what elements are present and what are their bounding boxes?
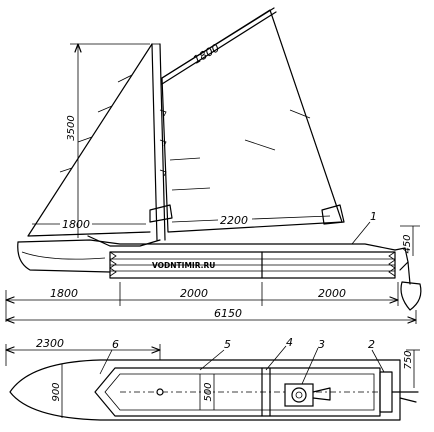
jib-sail — [27, 43, 153, 237]
plan-view: 2300 900 500 750 — [5, 336, 420, 421]
dim-gaff-label: 1800 — [191, 41, 222, 66]
mast — [151, 43, 166, 241]
dim-foot-front: 1800 — [32, 218, 146, 231]
dim-overall-label: 6150 — [214, 307, 242, 320]
dim-seg-2-label: 2000 — [180, 287, 208, 300]
dim-plan-750-label: 750 — [403, 350, 414, 369]
dim-3500-label: 3500 — [66, 115, 77, 140]
dim-mast-height: 3500 — [66, 43, 150, 238]
main-sail — [149, 7, 345, 233]
dim-plan-900-label: 900 — [51, 382, 62, 401]
engine — [284, 383, 331, 407]
length-dimensions: 1800 2000 2000 6150 — [5, 282, 417, 324]
callout-6-label: 6 — [112, 338, 119, 351]
callout-2-label: 2 — [368, 338, 375, 351]
callout-3-label: 3 — [318, 338, 325, 351]
callout-1-label: 1 — [370, 210, 377, 223]
dim-foot-main: 2200 — [171, 214, 331, 227]
dim-seg-1-label: 1800 — [50, 287, 78, 300]
watermark-text: VODNTIMIR.RU — [152, 261, 215, 270]
callout-3: 3 — [301, 338, 325, 385]
callout-4: 4 — [265, 336, 293, 371]
callout-5: 5 — [199, 338, 231, 371]
dim-450-label: 450 — [402, 234, 413, 253]
callout-4-label: 4 — [286, 336, 293, 349]
hull — [17, 235, 422, 311]
callout-5-label: 5 — [224, 338, 231, 351]
dim-foot-main-label: 2200 — [220, 214, 248, 227]
dim-450: 450 — [400, 225, 420, 256]
dim-foot-front-label: 1800 — [62, 218, 90, 231]
dim-plan-2300-label: 2300 — [36, 337, 64, 350]
callout-2: 2 — [368, 338, 385, 373]
callout-1: 1 — [351, 210, 377, 245]
dim-seg-3-label: 2000 — [318, 287, 346, 300]
side-view: VODNTIMIR.RU 3500 1800 1800 2200 450 — [17, 7, 422, 311]
dim-plan-500-label: 500 — [203, 382, 214, 401]
callout-6: 6 — [99, 338, 119, 375]
